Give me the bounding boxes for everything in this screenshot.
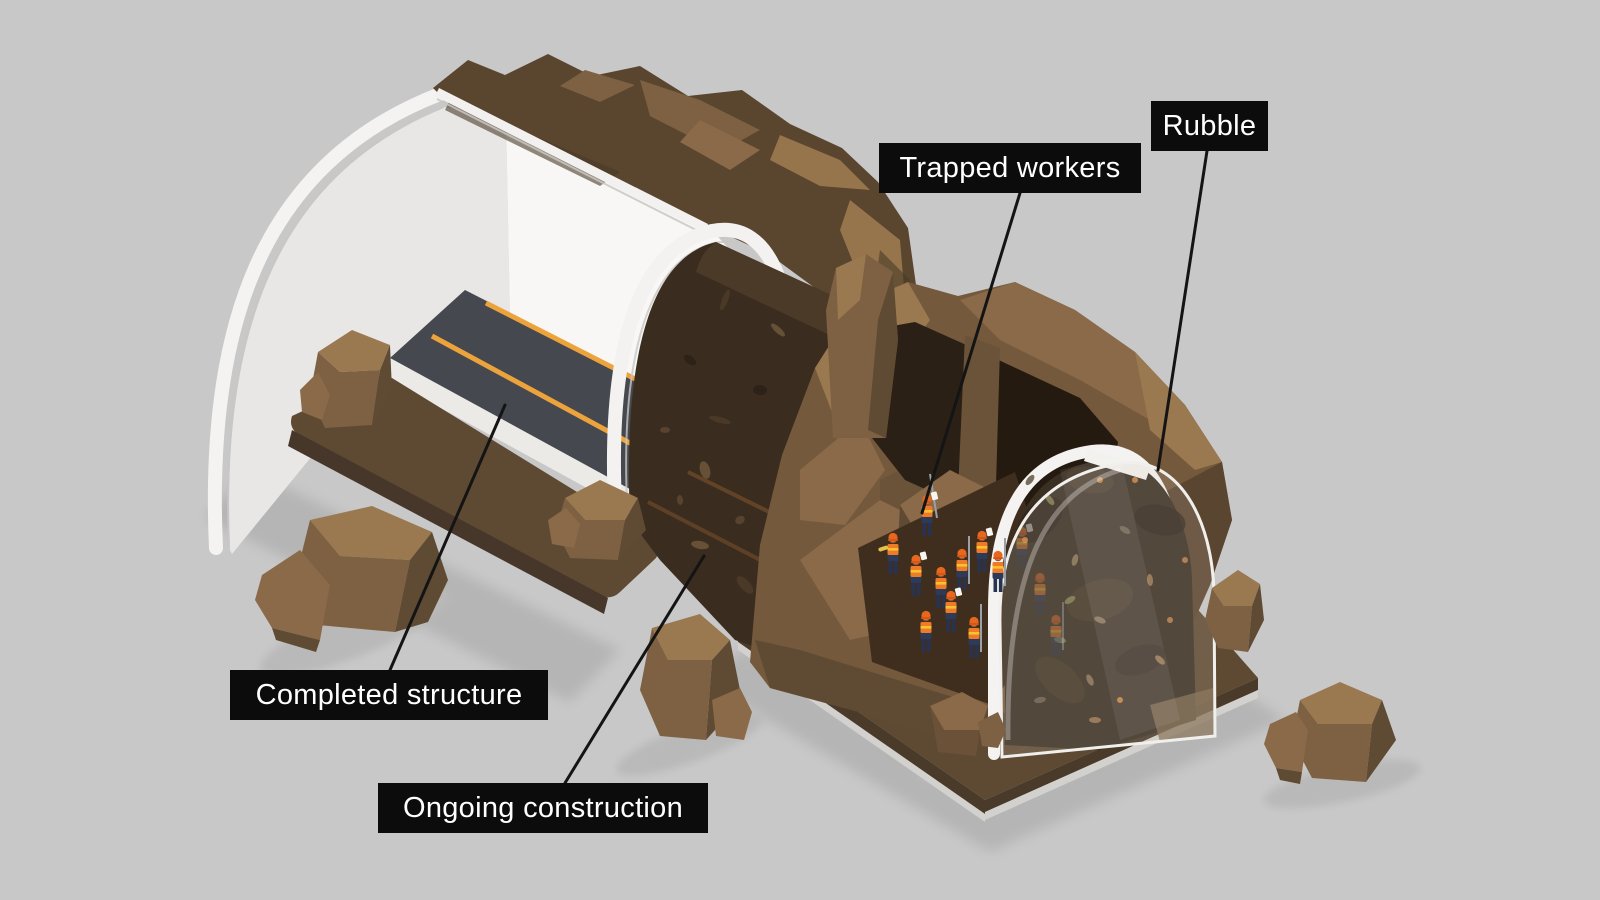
boulder-portal-base	[930, 692, 1006, 756]
worker-figure	[878, 532, 899, 574]
label-text: Ongoing construction	[402, 791, 684, 824]
worker-figure	[945, 587, 963, 632]
leader-lines	[388, 149, 1209, 785]
label-text: Rubble	[1162, 109, 1257, 142]
rubble-mottle	[1017, 466, 1186, 704]
label-text: Trapped workers	[899, 151, 1121, 184]
rock-spire	[826, 254, 898, 438]
boulder-center-ground	[640, 614, 752, 740]
worker-figure	[920, 610, 932, 652]
label-rubble: Rubble	[1151, 101, 1268, 151]
worker-figure	[968, 604, 982, 658]
worker-figure	[1050, 602, 1064, 656]
rubble-speckles	[1022, 474, 1188, 724]
boulder-right-platform-edge	[1205, 570, 1264, 652]
worker-figure	[910, 551, 928, 596]
worker-figure	[1016, 523, 1034, 568]
rubble-entrance	[988, 444, 1217, 760]
boulder-bottom-right	[1264, 682, 1396, 784]
boulder-on-left-platform	[300, 330, 392, 428]
worker-figure	[976, 527, 994, 572]
boulder-at-ledge-end	[548, 480, 646, 560]
boulder-bottom-left	[255, 506, 448, 652]
worker-figure	[1034, 572, 1046, 614]
worker-figure	[935, 566, 947, 608]
glass-panel	[998, 455, 1217, 759]
label-completed-structure: Completed structure	[230, 670, 548, 720]
boulders	[255, 330, 1396, 784]
worker-figure	[956, 536, 970, 590]
trapped-workers-group	[878, 473, 1006, 658]
trapped-workers-behind-glass	[1016, 523, 1064, 656]
label-trapped-workers: Trapped workers	[879, 143, 1141, 193]
label-ongoing-construction: Ongoing construction	[378, 783, 708, 833]
label-text: Completed structure	[255, 678, 523, 711]
worker-figure	[992, 538, 1006, 592]
